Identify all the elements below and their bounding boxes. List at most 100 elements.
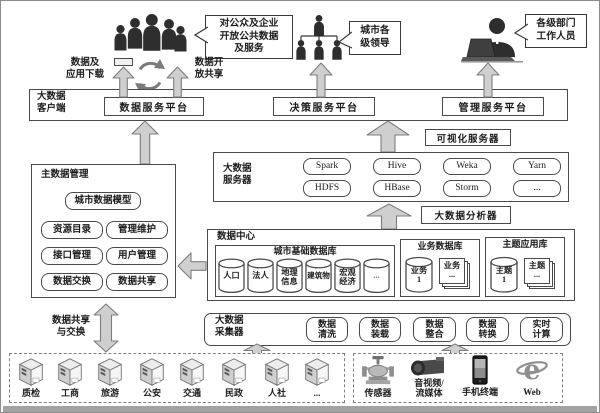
business-db-1-label: 业务 1 [410,266,428,284]
platform-decision-service-label: 决策服务平台 [289,103,359,114]
tool-yarn: Yarn [513,158,561,175]
channel-sensor: 传感器 [358,356,398,398]
source-human-resources-label: 人社 [267,388,286,398]
callout-tail [514,23,528,41]
fn-data-sharing: 数据共享 [106,273,168,291]
tool-weka: Weka [443,158,491,175]
devices-source-box [353,353,563,403]
db-population-label: 人口 [223,271,240,280]
fn-resource-catalog: 资源目录 [41,221,103,239]
step-integration: 数据 整合 [413,317,456,342]
db-macro-economy-label: 宏观 经济 [339,268,356,286]
channel-web-label: Web [523,387,541,397]
server-cube-icon [98,358,122,386]
master-to-client-arrow [131,120,159,165]
theme-db-stack: 主题 ... [524,258,556,290]
share-exchange-arrow [93,303,119,353]
theme-db-title: 主题应用库 [502,239,548,249]
business-db-stack-label: 业务 ... [443,261,461,279]
bigdata-server-title: 大数据 服务器 [223,164,252,186]
city-data-model-label: 城市数据模型 [74,195,132,206]
channel-mobile: 手机终端 [460,355,500,397]
download-label: 数据及 应用下载 [65,58,104,80]
source-industry-commerce: 工商 [50,356,90,398]
tool-more: ... [513,180,561,197]
db-legal-person-label: 法人 [252,271,269,280]
tool-hive: Hive [373,158,421,175]
server-cube-icon [180,358,204,386]
fn-data-exchange-label: 数据交换 [52,276,91,287]
tool-hbase-label: HBase [384,183,410,194]
theme-db-1-label: 主题 1 [495,266,513,284]
source-more-label: ... [313,388,321,398]
db-geo-info-label: 地理 信息 [281,268,298,286]
fn-resource-catalog-label: 资源目录 [52,224,91,235]
public-callout-text: 对公众及企业 开放公共数据 及服务 [219,17,279,55]
staff-callout-text: 各级部门 工作人员 [536,18,576,42]
bottom-border-bar [3,406,597,412]
theme-db-stack-label: 主题 ... [528,261,546,279]
db-buildings-label: 建筑物 [307,271,330,280]
web-browser-icon: e [516,355,548,386]
bigdata-analyzer-box: 大数据分析器 [421,206,511,224]
step-loading: 数据 装载 [359,317,401,342]
tool-hive-label: Hive [387,161,407,172]
master-data-title: 主数据管理 [41,170,89,180]
platform-management-service-label: 管理服务平台 [458,103,528,114]
datacenter-to-server-arrow [366,203,412,230]
datacenter-to-master-arrow [177,252,207,280]
svg-text:e: e [523,355,540,385]
db-legal-person: 法人 [247,258,274,294]
source-public-security: 公安 [132,356,172,398]
source-quality-label: 质检 [21,388,40,398]
platform-management-service: 管理服务平台 [442,97,544,116]
tool-more-label: ... [533,183,541,194]
fn-interface-management: 接口管理 [41,247,103,265]
tool-spark: Spark [303,158,351,175]
step-loading-label: 数据 装载 [370,318,389,339]
callout-tail [194,26,208,44]
db-geo-info: 地理 信息 [276,258,303,294]
tool-storm: Storm [443,180,491,197]
city-data-model: 城市数据模型 [65,192,141,210]
business-db-title: 业务数据库 [417,241,463,251]
tool-storm-label: Storm [455,183,479,194]
server-cube-icon [58,358,82,386]
source-more: ... [297,356,337,398]
fn-user-management: 用户管理 [106,247,168,265]
share-exchange-label: 数据共享 与交换 [51,316,90,338]
visualization-server-label: 可视化服务器 [436,134,500,145]
platform-data-service-label: 数据服务平台 [119,103,189,114]
source-public-security-label: 公安 [142,388,161,398]
sensor-icon [362,356,394,385]
business-db-stack: 业务 ... [439,258,471,290]
step-realtime: 实时 计算 [520,317,563,342]
source-tourism-label: 旅游 [100,388,119,398]
leaders-callout: 城市各 级领导 [338,21,401,55]
tool-spark-label: Spark [315,161,339,172]
city-base-db-title: 城市基础数据库 [273,246,337,256]
download-arrow [112,66,135,98]
staff-callout: 各级部门 工作人员 [514,14,587,48]
channel-sensor-label: 传感器 [364,388,392,398]
tool-weka-label: Weka [456,161,478,172]
platform-decision-service: 决策服务平台 [273,97,375,116]
source-civil-affairs: 民政 [214,356,254,398]
leaders-callout-text: 城市各 级领导 [360,25,390,49]
channel-mobile-label: 手机终端 [461,387,498,397]
fn-data-exchange: 数据交换 [41,273,103,291]
decision-arrow [309,62,333,98]
channel-web: e Web [512,355,552,397]
tool-hbase: HBase [373,180,421,197]
step-transformation: 数据 转换 [466,317,509,342]
source-transport: 交通 [172,356,212,398]
source-industry-commerce-label: 工商 [60,388,79,398]
tool-hdfs-label: HDFS [314,183,340,194]
fn-interface-management-label: 接口管理 [52,250,91,261]
collector-title: 大数据 采集器 [215,316,244,338]
bigdata-analyzer-label: 大数据分析器 [434,212,498,222]
tool-yarn-label: Yarn [527,161,547,172]
business-db-1: 业务 1 [405,256,433,294]
server-cube-icon [222,358,246,386]
